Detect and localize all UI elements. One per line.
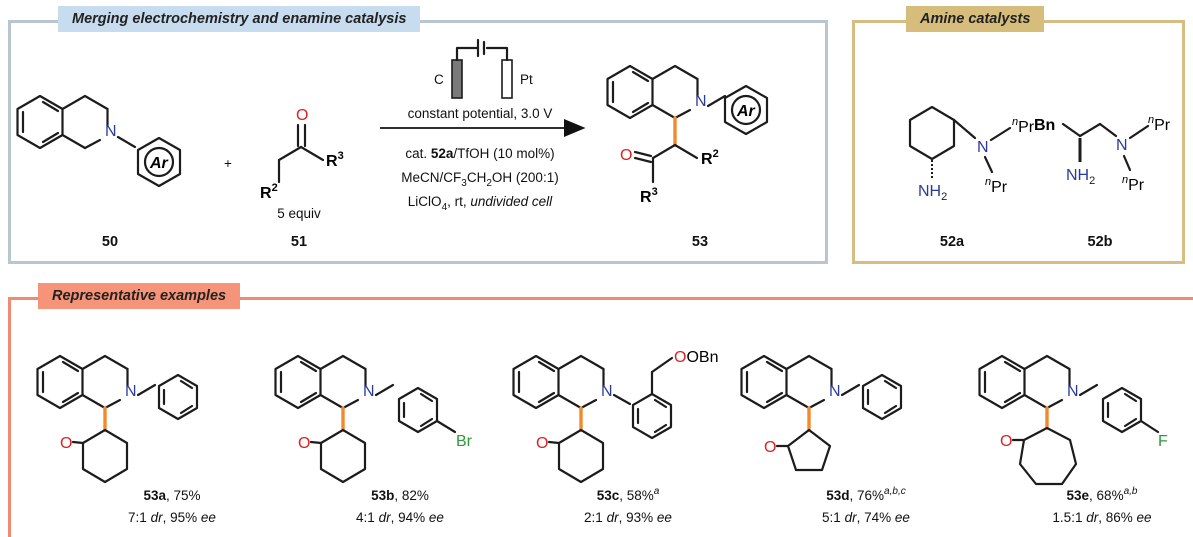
- oxygen-atom: O: [296, 107, 308, 124]
- svg-text:5:1 dr, 74% ee: 5:1 dr, 74% ee: [822, 510, 910, 525]
- condition-catalyst: cat. 52a/TfOH (10 mol%): [405, 146, 554, 161]
- amine-title: Amine catalysts: [906, 6, 1045, 32]
- electrochemical-cell: C Pt: [434, 38, 533, 99]
- svg-text:R2: R2: [260, 182, 278, 202]
- svg-text:Bn: Bn: [1034, 117, 1055, 134]
- svg-text:7:1 dr, 95% ee: 7:1 dr, 95% ee: [128, 510, 216, 525]
- catalyst-52b-label: 52b: [1088, 234, 1113, 250]
- svg-text:N: N: [1067, 383, 1079, 400]
- svg-text:4:1 dr, 94% ee: 4:1 dr, 94% ee: [356, 510, 444, 525]
- svg-text:1.5:1 dr, 86% ee: 1.5:1 dr, 86% ee: [1052, 510, 1151, 525]
- svg-text:nPr: nPr: [985, 176, 1008, 196]
- electrode-left-label: C: [434, 72, 444, 87]
- svg-text:O: O: [620, 147, 632, 164]
- ketone-51: O R3 R2 5 equiv 51: [260, 107, 344, 250]
- svg-text:F: F: [1158, 433, 1168, 450]
- nitrogen-atom: N: [105, 123, 117, 140]
- example-53a: N O 53a, 75% 7:1 dr, 95% ee: [36, 354, 216, 525]
- product-53: N Ar R2 O R3 53: [606, 64, 769, 250]
- svg-text:53a, 75%: 53a, 75%: [143, 488, 200, 503]
- svg-text:OOBn: OOBn: [674, 349, 718, 366]
- ar-label: Ar: [149, 155, 169, 172]
- electrode-right-label: Pt: [520, 72, 533, 87]
- example-53b: N Br O 53b, 82% 4:1 dr, 94% ee: [274, 354, 473, 525]
- ketone-label: 51: [291, 234, 307, 250]
- condition-electrolyte: LiClO4, rt, undivided cell: [408, 194, 553, 213]
- svg-text:N: N: [363, 383, 375, 400]
- svg-text:53d, 76%a,b,c: 53d, 76%a,b,c: [826, 486, 905, 503]
- condition-solvent: MeCN/CF3CH2OH (200:1): [401, 170, 558, 189]
- svg-text:O: O: [536, 435, 548, 452]
- svg-text:2:1 dr, 93% ee: 2:1 dr, 93% ee: [584, 510, 672, 525]
- catalyst-52a: N nPr nPr NH2 52a: [908, 105, 1035, 250]
- condition-potential: constant potential, 3.0 V: [408, 106, 553, 121]
- example-53d: N O 53d, 76%a,b,c 5:1 dr, 74% ee: [740, 354, 910, 525]
- svg-text:nPr: nPr: [1012, 116, 1035, 136]
- substrate-label: 50: [102, 234, 118, 250]
- plus-sign: +: [224, 156, 232, 171]
- svg-text:O: O: [1000, 433, 1012, 450]
- svg-text:N: N: [125, 383, 137, 400]
- svg-text:R2: R2: [701, 148, 719, 168]
- svg-text:R3: R3: [326, 150, 344, 170]
- ketone-equiv: 5 equiv: [277, 206, 321, 221]
- svg-text:53b, 82%: 53b, 82%: [371, 488, 429, 503]
- svg-text:N: N: [695, 93, 707, 110]
- svg-text:NH2: NH2: [918, 183, 947, 203]
- svg-text:NH2: NH2: [1066, 167, 1095, 187]
- example-53c: N OOBn O 53c, 58%a 2:1 dr, 93% ee: [512, 349, 718, 525]
- svg-text:Ar: Ar: [736, 103, 756, 120]
- svg-text:nPr: nPr: [1148, 114, 1171, 134]
- svg-text:53c, 58%a: 53c, 58%a: [597, 486, 660, 503]
- catalyst-52a-label: 52a: [940, 234, 965, 250]
- example-53e: N F O 53e, 68%a,b 1.5:1 dr, 86% ee: [978, 354, 1168, 525]
- svg-text:Br: Br: [456, 433, 473, 450]
- product-label: 53: [692, 234, 708, 250]
- svg-text:N: N: [977, 139, 989, 156]
- svg-text:O: O: [60, 435, 72, 452]
- examples-title: Representative examples: [38, 283, 241, 309]
- svg-text:53e, 68%a,b: 53e, 68%a,b: [1067, 486, 1138, 503]
- examples-panel: [8, 297, 1193, 537]
- svg-text:O: O: [298, 435, 310, 452]
- svg-text:N: N: [1116, 137, 1128, 154]
- svg-text:R3: R3: [640, 186, 658, 206]
- svg-text:N: N: [829, 383, 841, 400]
- catalyst-52b: Bn N nPr nPr NH2 52b: [1034, 114, 1171, 250]
- svg-text:O: O: [764, 439, 776, 456]
- substrate-50: N Ar 50: [16, 94, 182, 250]
- svg-text:nPr: nPr: [1122, 174, 1145, 194]
- svg-text:N: N: [601, 383, 613, 400]
- scheme-title: Merging electrochemistry and enamine cat…: [58, 6, 421, 32]
